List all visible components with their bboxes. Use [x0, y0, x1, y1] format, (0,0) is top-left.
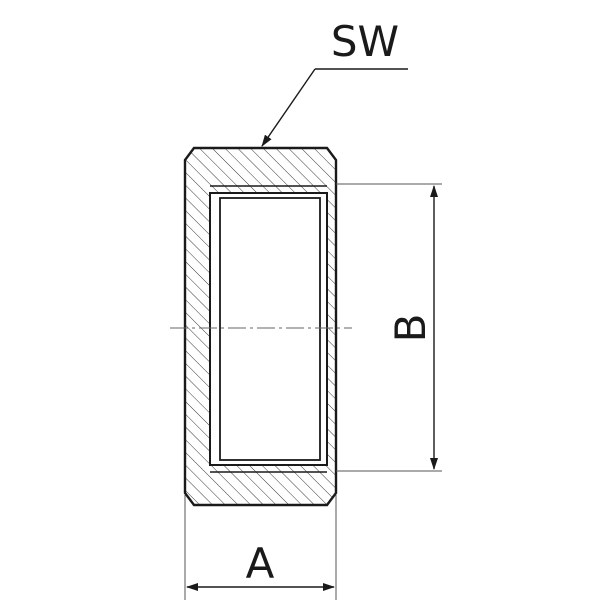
inner-thread-outline — [209, 192, 328, 466]
b-label: B — [386, 314, 435, 343]
inner-bore-outline — [219, 197, 321, 461]
sw-leader-line — [261, 68, 316, 147]
a-label: A — [246, 539, 275, 588]
cap-section-hatched — [185, 148, 336, 505]
cap-outer-contour — [183, 146, 338, 507]
sw-label: SW — [331, 17, 399, 66]
